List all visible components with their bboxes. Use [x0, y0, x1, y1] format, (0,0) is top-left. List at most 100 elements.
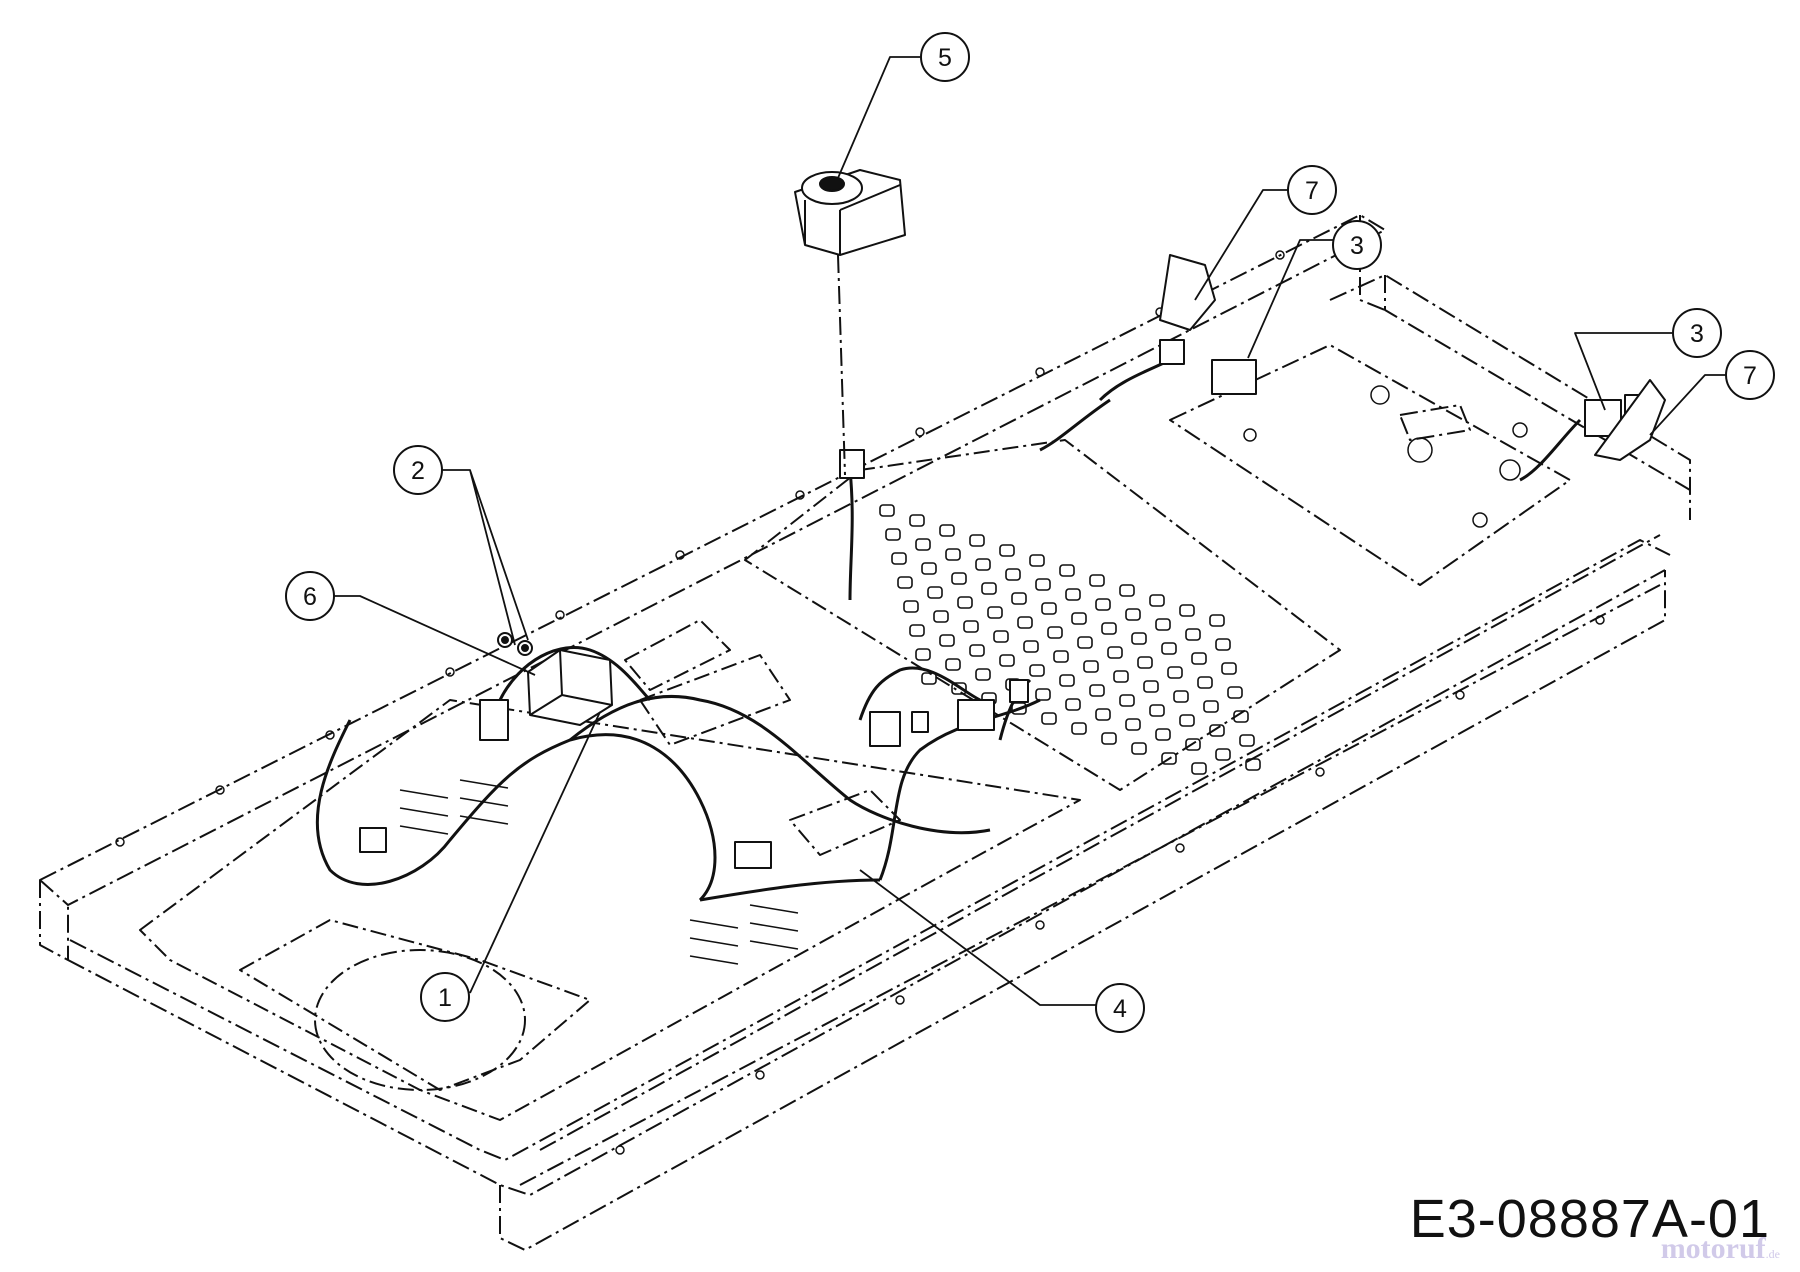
- harness-connectors: [359, 339, 1652, 869]
- perforation-hole: [981, 582, 997, 595]
- perforation-hole: [969, 644, 985, 657]
- perforation-hole: [933, 610, 949, 623]
- perforation-hole: [1089, 684, 1105, 697]
- perforation-hole: [963, 620, 979, 633]
- perforation-hole: [921, 562, 937, 575]
- perforation-hole: [1155, 618, 1171, 631]
- perforation-hole: [1095, 598, 1111, 611]
- slot-holes: [399, 779, 799, 965]
- callout-3-upper-label: 3: [1350, 232, 1364, 260]
- perforation-hole: [1053, 650, 1069, 663]
- perforation-hole: [1131, 742, 1147, 755]
- callout-7-upper-label: 7: [1305, 177, 1319, 205]
- ignition-switch-assembly: [794, 169, 906, 476]
- perforation-hole: [1221, 662, 1237, 675]
- perforation-hole: [957, 596, 973, 609]
- watermark-tld: .de: [1765, 1247, 1780, 1261]
- perforation-hole: [1047, 626, 1063, 639]
- callout-5-label: 5: [938, 44, 952, 72]
- perforation-hole: [975, 668, 991, 681]
- lower-plate: [139, 619, 1081, 1121]
- perforation-hole: [1179, 604, 1195, 617]
- perforation-hole: [1185, 628, 1201, 641]
- perforation-hole: [1161, 642, 1177, 655]
- perforation-hole: [1161, 752, 1177, 765]
- perforation-hole: [1131, 632, 1147, 645]
- drawing-number: E3-08887A-01: [1409, 1189, 1770, 1249]
- perforation-hole: [1119, 584, 1135, 597]
- perforation-hole: [1107, 646, 1123, 659]
- perforation-hole: [885, 528, 901, 541]
- callout-5: 5: [920, 32, 970, 82]
- fasteners: [497, 632, 533, 656]
- leader-lines: [333, 56, 1732, 1006]
- perforation-hole: [1137, 656, 1153, 669]
- perforation-hole: [927, 586, 943, 599]
- perforation-hole: [1179, 714, 1195, 727]
- perforation-hole: [951, 572, 967, 585]
- perforation-hole: [1059, 674, 1075, 687]
- perforation-hole: [1101, 732, 1117, 745]
- perforation-hole: [1215, 638, 1231, 651]
- perforation-hole: [1113, 670, 1129, 683]
- perforation-hole: [1005, 568, 1021, 581]
- callout-1: 1: [420, 972, 470, 1022]
- perforation-hole: [1167, 666, 1183, 679]
- perforation-hole: [1125, 608, 1141, 621]
- perforation-hole: [1089, 574, 1105, 587]
- mounting-holes: [115, 250, 1605, 1155]
- perforation-hole: [1041, 712, 1057, 725]
- perforation-hole: [1023, 640, 1039, 653]
- perforation-hole: [1209, 614, 1225, 627]
- perforation-hole: [945, 658, 961, 671]
- perforation-hole: [993, 630, 1009, 643]
- perforation-hole: [987, 606, 1003, 619]
- frame-outline: [39, 214, 1691, 1251]
- perforation-hole: [1029, 554, 1045, 567]
- perforation-hole: [909, 514, 925, 527]
- perforation-hole: [1035, 578, 1051, 591]
- perforation-hole: [1173, 690, 1189, 703]
- relay-assembly: [479, 649, 613, 741]
- callout-3-right-label: 3: [1690, 320, 1704, 348]
- perforation-hole: [1083, 660, 1099, 673]
- callout-6-label: 6: [303, 583, 317, 611]
- perforation-hole: [1239, 734, 1255, 747]
- perforation-hole: [1143, 680, 1159, 693]
- perforation-hole: [1065, 698, 1081, 711]
- watermark-logo: motoruf.de: [1661, 1232, 1780, 1266]
- perforation-hole: [939, 634, 955, 647]
- perforation-hole: [951, 682, 967, 695]
- perforation-hole: [1011, 592, 1027, 605]
- watermark-brand: motoruf: [1660, 1232, 1766, 1265]
- perforation-hole: [909, 624, 925, 637]
- callout-7-right: 7: [1725, 350, 1775, 400]
- perforation-hole: [1041, 602, 1057, 615]
- perforation-hole: [1077, 636, 1093, 649]
- callout-1-label: 1: [438, 984, 452, 1012]
- perforation-hole: [1197, 676, 1213, 689]
- perforation-hole: [999, 544, 1015, 557]
- perforation-hole: [975, 558, 991, 571]
- perforation-hole: [1101, 622, 1117, 635]
- perforation-hole: [1191, 762, 1207, 775]
- perforation-hole: [1095, 708, 1111, 721]
- perforation-hole: [879, 504, 895, 517]
- callout-7-right-label: 7: [1743, 362, 1757, 390]
- perforation-hole: [1071, 612, 1087, 625]
- perforation-hole: [1071, 722, 1087, 735]
- perforation-hole: [1191, 652, 1207, 665]
- perforation-hole: [1029, 664, 1045, 677]
- callout-3-right: 3: [1672, 308, 1722, 358]
- perforation-hole: [903, 600, 919, 613]
- perforation-hole: [1149, 704, 1165, 717]
- perforation-hole: [1245, 758, 1261, 771]
- perforation-hole: [939, 524, 955, 537]
- perforation-hole: [1017, 616, 1033, 629]
- callout-2-label: 2: [411, 457, 425, 485]
- perforation-hole: [969, 534, 985, 547]
- perforation-hole: [1035, 688, 1051, 701]
- perforation-hole: [915, 648, 931, 661]
- perforation-hole: [1185, 738, 1201, 751]
